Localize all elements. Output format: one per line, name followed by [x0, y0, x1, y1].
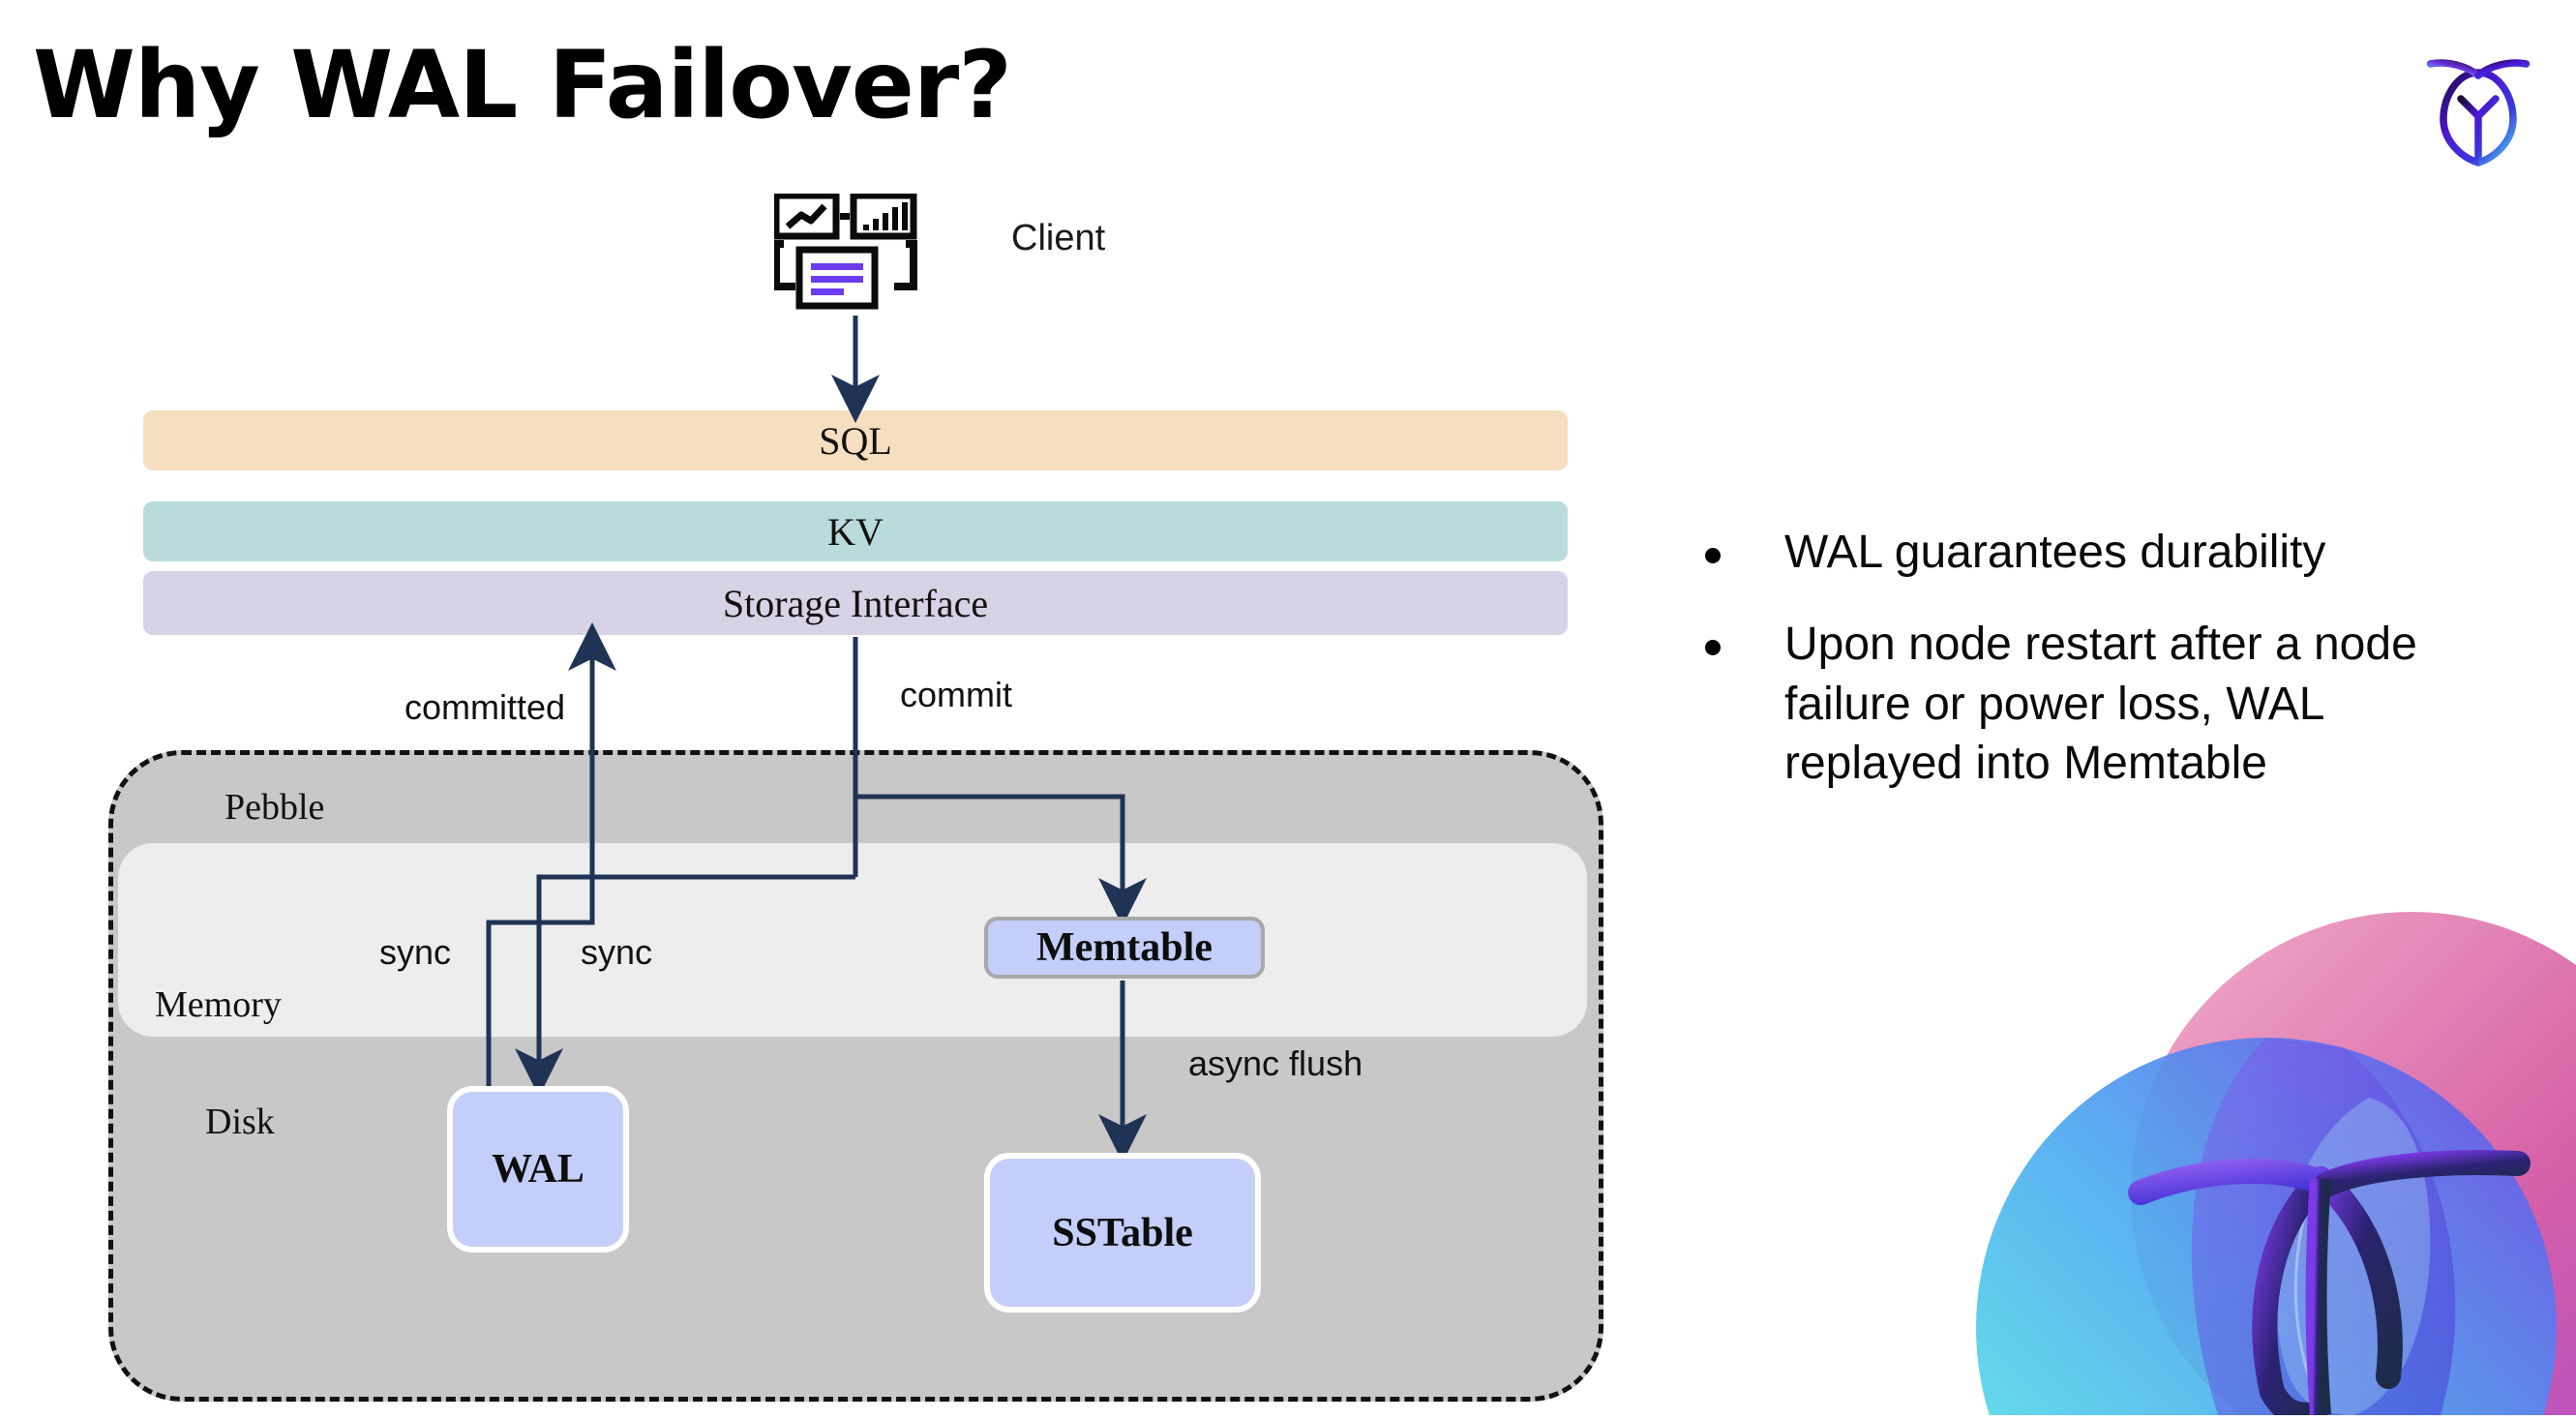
node-sstable: SSTable	[984, 1153, 1261, 1313]
layer-bar-storage: Storage Interface	[143, 571, 1568, 635]
bullet-list: WAL guarantees durability Upon node rest…	[1705, 523, 2508, 827]
node-wal: WAL	[447, 1086, 629, 1253]
memory-label: Memory	[155, 984, 282, 1025]
client-icon-svg	[772, 192, 917, 310]
layer-label-sql: SQL	[819, 418, 892, 463]
bullet-dot-icon	[1705, 640, 1721, 656]
client-dashboard-icon	[772, 192, 929, 315]
edge-label-sync-left: sync	[379, 932, 452, 972]
node-memtable-label: Memtable	[1036, 925, 1213, 970]
logo-svg	[2426, 59, 2531, 166]
cockroachdb-logo	[2406, 35, 2551, 180]
bullet-text: WAL guarantees durability	[1784, 527, 2326, 578]
list-item: Upon node restart after a node failure o…	[1705, 615, 2508, 793]
layer-label-kv: KV	[827, 509, 884, 554]
client-label: Client	[1011, 218, 1106, 258]
layer-bar-kv: KV	[143, 501, 1568, 561]
disk-label: Disk	[205, 1102, 275, 1142]
node-sstable-label: SSTable	[1052, 1210, 1193, 1255]
edge-label-commit: commit	[900, 675, 1012, 714]
corner-art-svg	[1976, 912, 2576, 1420]
layer-label-storage: Storage Interface	[722, 581, 989, 625]
pebble-label: Pebble	[225, 787, 325, 828]
node-wal-label: WAL	[492, 1147, 584, 1192]
edge-label-async-flush: async flush	[1188, 1043, 1363, 1083]
node-memtable: Memtable	[984, 917, 1265, 979]
layer-bar-sql: SQL	[143, 410, 1568, 470]
page-title: Why WAL Failover?	[33, 31, 1012, 139]
edge-label-committed: committed	[404, 687, 566, 727]
bullet-dot-icon	[1705, 548, 1721, 563]
decorative-corner-graphic	[1899, 873, 2576, 1420]
memory-panel	[118, 843, 1587, 1037]
list-item: WAL guarantees durability	[1705, 523, 2508, 582]
edge-label-sync-right: sync	[581, 932, 653, 972]
bullet-text: Upon node restart after a node failure o…	[1784, 619, 2417, 790]
